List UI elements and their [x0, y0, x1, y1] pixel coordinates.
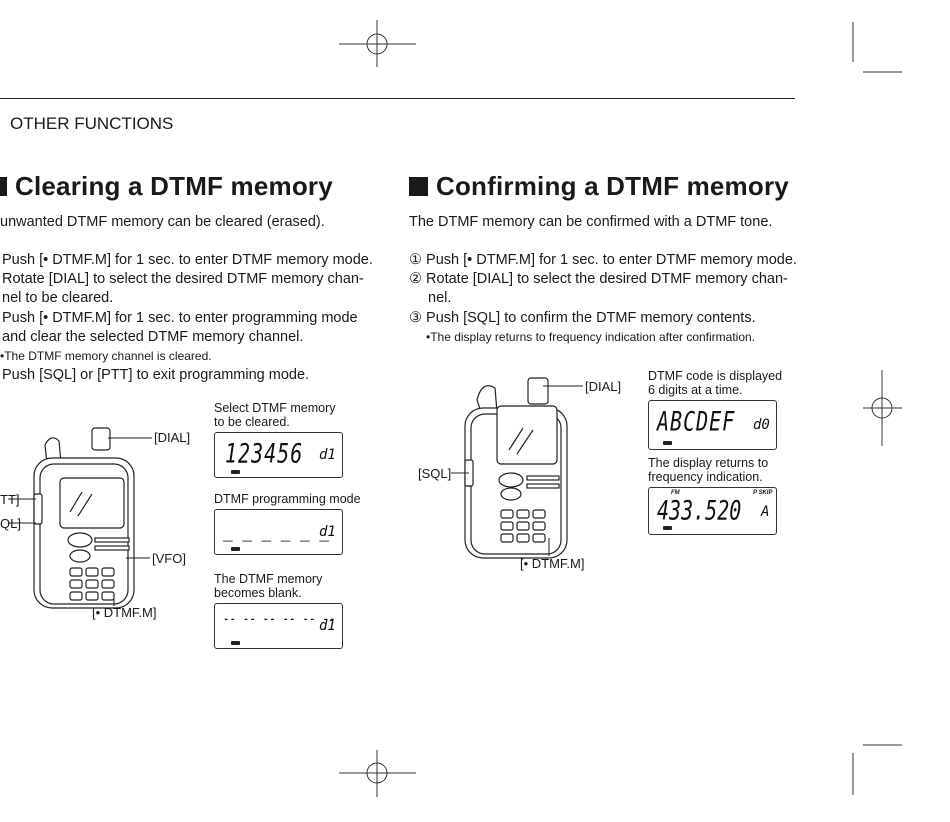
left-intro: unwanted DTMF memory can be cleared (era…: [0, 214, 325, 230]
lcd-main-digits: -- -- -- -- -- --: [223, 610, 336, 628]
left-step-2: Rotate [DIAL] to select the desired DTMF…: [2, 271, 364, 287]
left-step-2-cont: nel to be cleared.: [2, 290, 114, 306]
section-header: OTHER FUNCTIONS: [10, 114, 174, 133]
left-sql-label: QL]: [0, 516, 21, 531]
left-ptt-label: TT]: [0, 492, 20, 507]
lcd-channel: A: [761, 504, 770, 520]
lcd-channel: d1: [319, 447, 336, 463]
left-title-text: Clearing a DTMF memory: [15, 171, 333, 201]
left-display-2-caption: DTMF programming mode: [214, 492, 361, 506]
bullet-square-icon: [0, 177, 7, 196]
right-step-1: ① Push [• DTMF.M] for 1 sec. to enter DT…: [409, 252, 797, 268]
left-lcd-3: -- -- -- -- -- -- d1: [214, 603, 343, 649]
right-step-2: ② Rotate [DIAL] to select the desired DT…: [409, 271, 788, 287]
right-sql-label: [SQL]: [418, 466, 452, 481]
left-section-title: Clearing a DTMF memory: [0, 171, 333, 202]
left-lcd-1: 123456 d1: [214, 432, 343, 478]
right-intro: The DTMF memory can be confirmed with a …: [409, 214, 773, 230]
lcd-indicator-icon: [663, 441, 672, 445]
lcd-main-digits: 123456: [225, 437, 304, 470]
lcd-main-digits: ABCDEF: [657, 405, 736, 438]
header-rule: [0, 98, 795, 99]
left-dtmf-label: [• DTMF.M]: [92, 605, 157, 620]
right-lcd-2: FM P SKIP 433.520 A: [648, 487, 777, 535]
lcd-channel: d1: [319, 618, 336, 634]
right-step-3: ③ Push [SQL] to confirm the DTMF memory …: [409, 310, 756, 326]
right-step-2-cont: nel.: [428, 290, 452, 306]
left-vfo-label: [VFO]: [152, 551, 186, 566]
lcd-channel: d0: [753, 417, 770, 433]
bullet-square-icon: [409, 177, 428, 196]
right-note: •The display returns to frequency indica…: [426, 330, 756, 344]
lcd-main-digits: _ _ _ _ _ _: [223, 516, 329, 542]
lcd-fm-tag: FM: [671, 490, 680, 496]
left-step-1: Push [• DTMF.M] for 1 sec. to enter DTMF…: [2, 252, 373, 268]
left-dial-label: [DIAL]: [154, 430, 191, 445]
lcd-indicator-icon: [231, 547, 240, 551]
lcd-indicator-icon: [231, 470, 240, 474]
right-dial-label: [DIAL]: [585, 379, 622, 394]
left-note: •The DTMF memory channel is cleared.: [0, 349, 212, 363]
lcd-indicator-icon: [231, 641, 240, 645]
right-lcd-1: ABCDEF d0: [648, 400, 777, 450]
lcd-pskip-tag: P SKIP: [753, 490, 773, 496]
lcd-main-digits: 433.520: [657, 494, 742, 527]
right-dtmf-label: [• DTMF.M]: [520, 556, 585, 571]
right-title-text: Confirming a DTMF memory: [436, 171, 789, 201]
left-radio-illustration: [8, 427, 152, 609]
left-step-4: Push [SQL] or [PTT] to exit programming …: [2, 367, 310, 383]
right-section-title: Confirming a DTMF memory: [409, 171, 789, 202]
left-lcd-2: _ _ _ _ _ _ d1: [214, 509, 343, 555]
lcd-channel: d1: [319, 524, 336, 540]
left-step-3-cont: and clear the selected DTMF memory chann…: [2, 329, 304, 345]
left-step-3: Push [• DTMF.M] for 1 sec. to enter prog…: [2, 310, 358, 326]
right-radio-illustration: [451, 377, 583, 559]
lcd-indicator-icon: [663, 526, 672, 530]
